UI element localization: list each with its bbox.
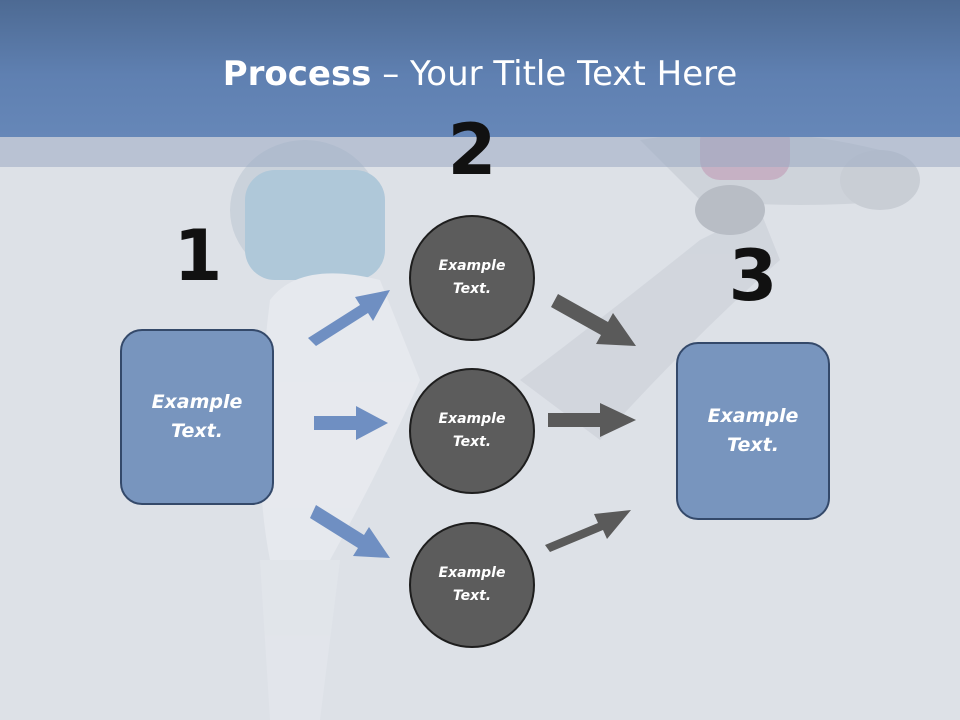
title-rest: – Your Title Text Here bbox=[371, 54, 738, 94]
title-bar bbox=[0, 0, 960, 137]
step-number-3: 3 bbox=[728, 235, 778, 317]
arrow-gray-right bbox=[548, 403, 636, 437]
circle-bottom-label: Example Text. bbox=[438, 565, 506, 604]
step-number-1: 1 bbox=[173, 215, 223, 297]
left-example-box: Example Text. bbox=[120, 329, 274, 505]
right-example-box: Example Text. bbox=[676, 342, 830, 520]
arrow-gray-up bbox=[545, 510, 631, 552]
slide-title: Process – Your Title Text Here bbox=[0, 52, 960, 96]
right-box-label: Example Text. bbox=[707, 405, 799, 456]
circle-middle-label: Example Text. bbox=[438, 411, 506, 450]
arrow-gray-down bbox=[551, 294, 636, 346]
arrow-blue-down bbox=[310, 505, 390, 558]
circle-bottom: Example Text. bbox=[409, 522, 535, 648]
title-bold: Process bbox=[222, 54, 372, 94]
circle-middle: Example Text. bbox=[409, 368, 535, 494]
circle-top-label: Example Text. bbox=[438, 258, 506, 297]
arrow-blue-right bbox=[314, 406, 388, 440]
circle-top: Example Text. bbox=[409, 215, 535, 341]
arrow-blue-up bbox=[308, 290, 390, 346]
step-number-2: 2 bbox=[447, 109, 497, 191]
left-box-label: Example Text. bbox=[151, 391, 243, 442]
title-band bbox=[0, 137, 960, 167]
